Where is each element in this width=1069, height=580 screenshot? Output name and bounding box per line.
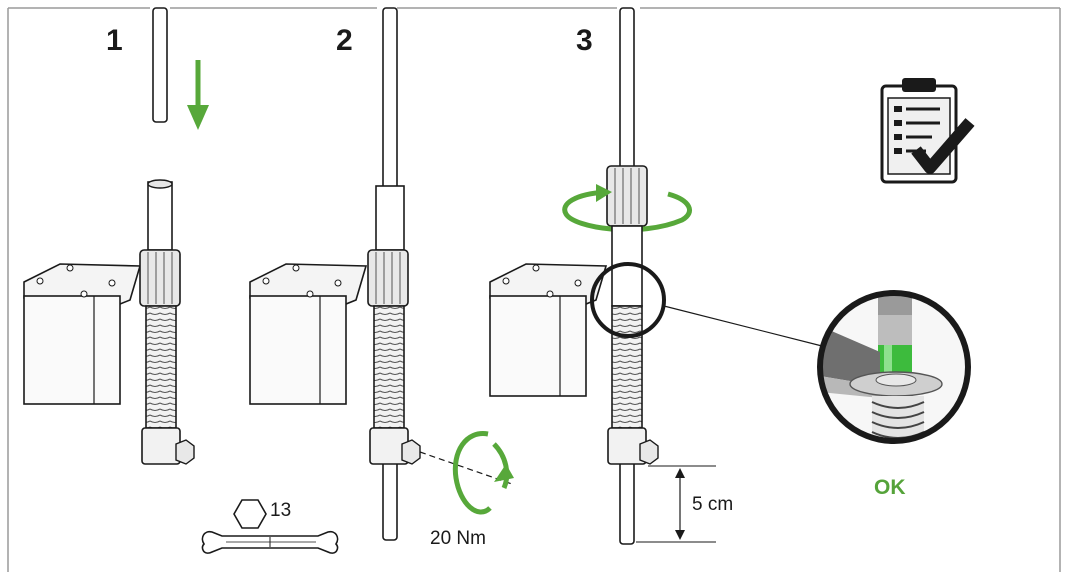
hexagon-icon <box>233 499 267 529</box>
step2-assembly <box>249 7 514 541</box>
zoom-detail <box>817 290 971 444</box>
step-number-1: 1 <box>106 24 123 57</box>
step-number-3: 3 <box>576 24 593 57</box>
step1-assembly <box>23 7 209 465</box>
distance-label: 5 cm <box>692 494 734 515</box>
step-number-2: 2 <box>336 24 353 57</box>
ok-label: OK <box>874 476 906 499</box>
frame <box>7 7 1061 572</box>
wrench-icon <box>201 530 339 554</box>
wrench-size-label: 13 <box>270 500 292 521</box>
step3-assembly <box>489 7 823 545</box>
rotate-arrow-icon <box>452 431 514 515</box>
checklist-icon <box>880 78 975 184</box>
torque-label: 20 Nm <box>430 528 486 549</box>
down-arrow-icon <box>187 60 209 130</box>
